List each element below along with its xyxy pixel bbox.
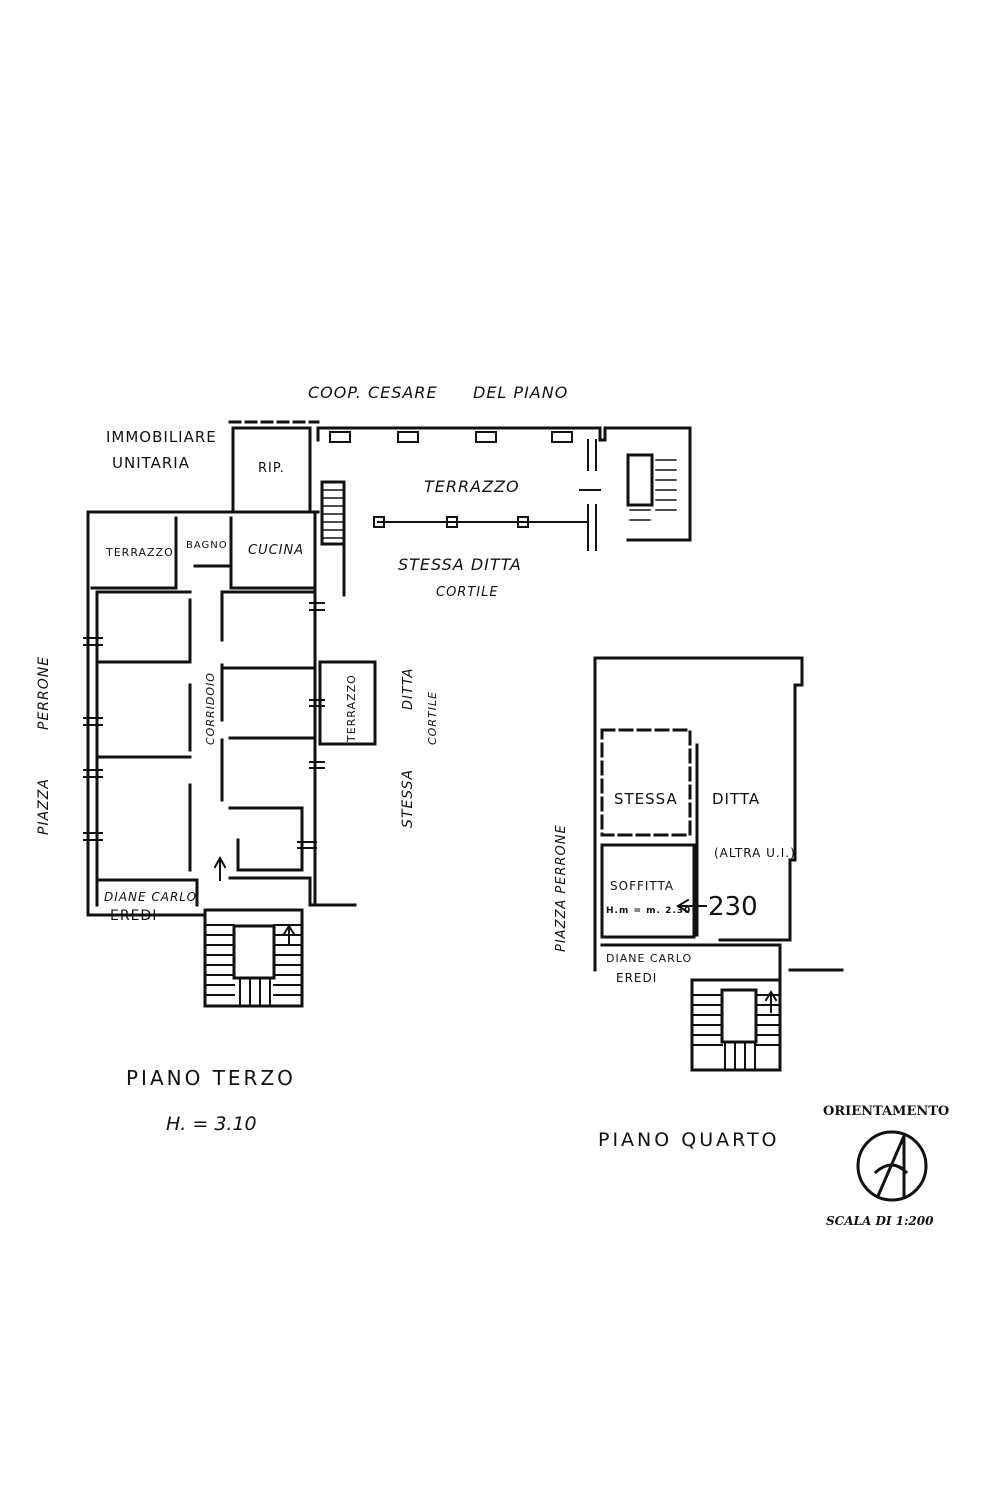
stair-top-right (628, 455, 652, 505)
label-soffitta: SOFFITTA (610, 879, 674, 893)
label-rip: RIP. (258, 461, 285, 476)
label-piano-terzo: PIANO TERZO (126, 1066, 296, 1090)
label-terrazzo-side: TERRAZZO (345, 674, 358, 743)
label-diane-right-2: EREDI (616, 971, 657, 985)
wall-bagno-bottom (195, 566, 315, 588)
room-stessa-ditta-dashed (602, 730, 690, 835)
label-h-handwritten: 230 (708, 892, 758, 922)
stair-arrow-icon (284, 926, 294, 945)
label-immobiliare: IMMOBILIARE (106, 428, 217, 446)
label-h-soffitta: H.m = m. 2.30 (606, 906, 691, 916)
label-diane-left-1: DIANE CARLO (104, 890, 197, 904)
label-coop-cesare: COOP. CESARE (308, 383, 438, 402)
label-diane-right-1: DIANE CARLO (606, 952, 692, 965)
wall-outer-west (88, 512, 205, 915)
label-stessa-vertical: STESSA (400, 769, 416, 828)
wall-stairwell-right (588, 428, 690, 540)
label-h-terzo: H. = 3.10 (166, 1113, 257, 1135)
room-soffitta (602, 845, 694, 937)
stair-small (322, 482, 344, 544)
label-stessa-right: STESSA (614, 790, 678, 808)
label-cortile-vertical: CORTILE (426, 691, 439, 745)
label-diane-left-2: EREDI (110, 908, 157, 924)
stair-left-core (234, 926, 274, 978)
stair-left (205, 910, 302, 1006)
entry-arrow-icon (215, 858, 225, 880)
label-piazza-perrone-right: PIAZZA PERRONE (554, 824, 569, 952)
wall-bottom-east (230, 878, 355, 905)
label-orientamento: ORIENTAMENTO (823, 1104, 949, 1119)
label-cucina: CUCINA (248, 543, 304, 558)
label-altra-ui: (ALTRA U.I.) (714, 846, 796, 860)
label-terrazzo-top: TERRAZZO (424, 477, 520, 496)
wall-quarto-outer (595, 658, 802, 970)
label-corridoio: CORRIDOIO (204, 672, 217, 745)
room-terrazzo-side (320, 662, 375, 744)
wall-terrazzo-top (318, 428, 588, 440)
label-terrazzo-left: TERRAZZO (105, 546, 174, 559)
label-del-piano: DEL PIANO (473, 383, 568, 402)
stair-arrow-icon (766, 992, 776, 1012)
north-arrow-icon (858, 1132, 926, 1200)
label-bagno: BAGNO (186, 540, 228, 551)
stair-right-core (722, 990, 756, 1042)
label-ditta-right: DITTA (712, 790, 760, 808)
label-ditta-vertical: DITTA (401, 668, 416, 710)
height-arrow-icon (678, 900, 706, 912)
label-piano-quarto: PIANO QUARTO (598, 1129, 780, 1151)
label-perrone-left: PERRONE (36, 656, 52, 730)
label-cortile-top: CORTILE (436, 585, 499, 600)
label-stessa-ditta-top: STESSA DITTA (398, 555, 522, 574)
label-scala: SCALA DI 1:200 (826, 1214, 934, 1228)
label-piazza-left: PIAZZA (36, 778, 52, 835)
north-arrow-icon (876, 1136, 906, 1196)
wall-diane-left (97, 880, 197, 905)
label-unitaria: UNITARIA (112, 454, 190, 472)
